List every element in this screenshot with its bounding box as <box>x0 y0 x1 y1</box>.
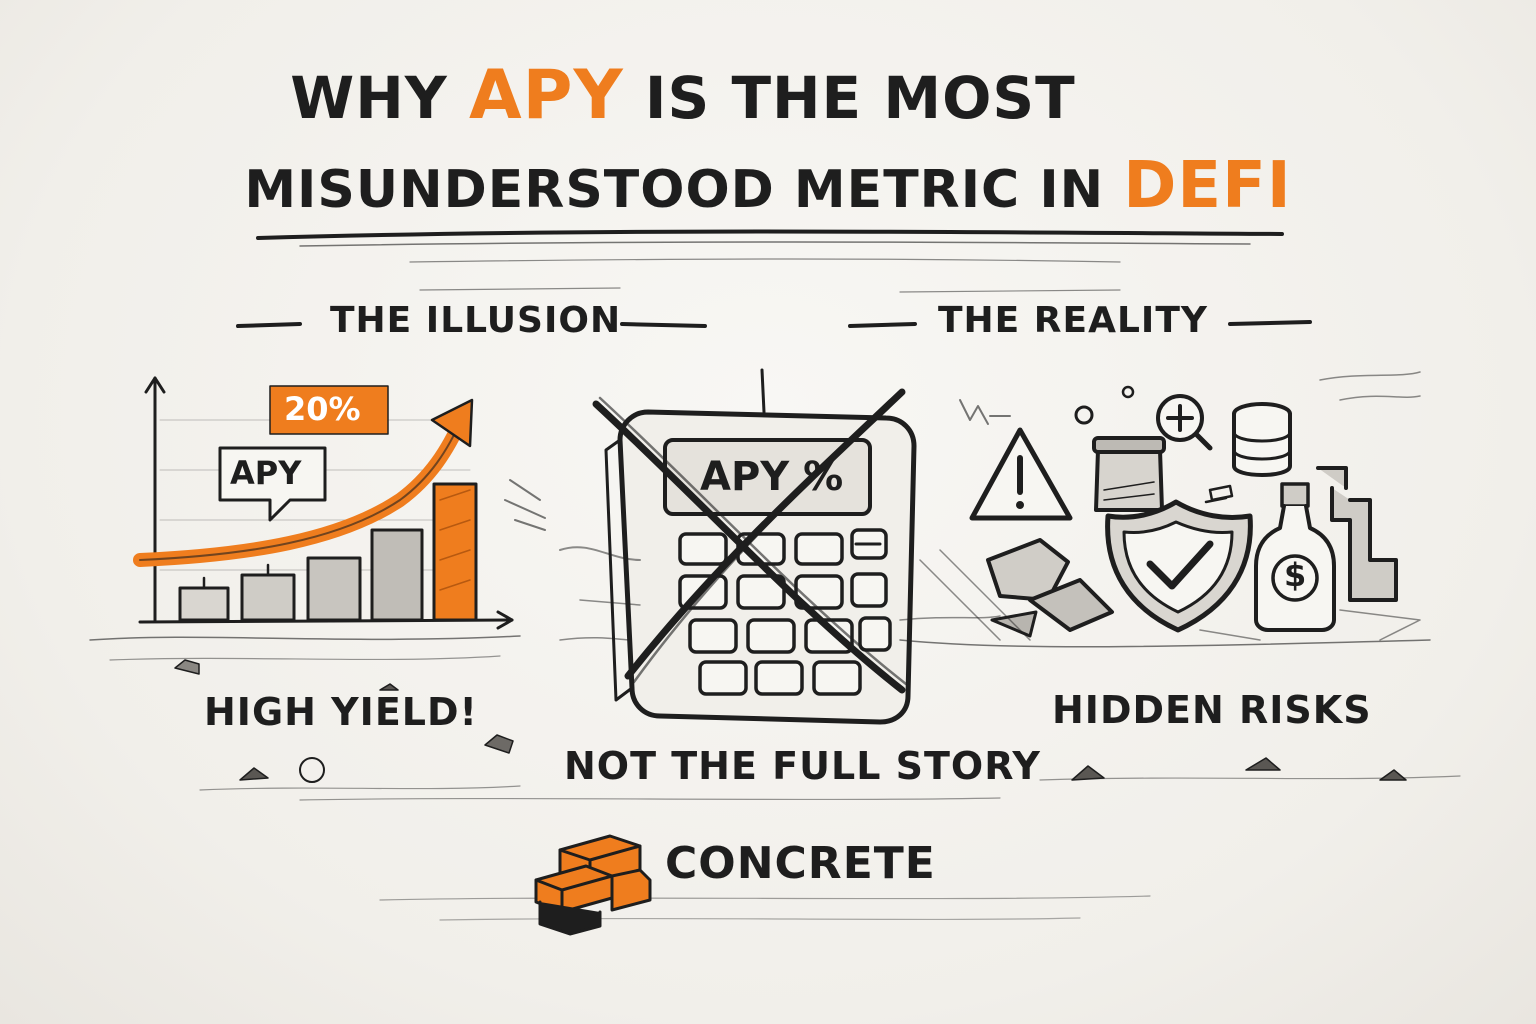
title-line-2: MISUNDERSTOOD METRIC IN DEFI <box>244 149 1292 224</box>
title-accent-defi: DEFI <box>1123 149 1292 224</box>
page-title: WHY APY IS THE MOST MISUNDERSTOOD METRIC… <box>0 60 1536 221</box>
calculator-icon <box>504 368 1001 725</box>
title-underline <box>256 229 1284 240</box>
calculator-screen-text: APY % <box>700 454 844 500</box>
jar-icon <box>1094 448 1164 512</box>
dollar-icon: $ <box>1284 556 1307 594</box>
title-line-1: WHY APY IS THE MOST <box>290 56 1076 135</box>
growth-chart <box>89 376 521 791</box>
risk-cluster <box>899 371 1461 781</box>
brand-name: CONCRETE <box>665 838 936 889</box>
database-icon <box>1232 402 1292 477</box>
title-accent-apy: APY <box>468 56 624 135</box>
concrete-logo-icon <box>534 834 652 936</box>
caption-high-yield: HIGH YIELD! <box>204 690 478 734</box>
section-label-illusion: THE ILLUSION <box>330 300 622 341</box>
caption-hidden-risks: HIDDEN RISKS <box>1052 688 1372 732</box>
apy-bubble-label: APY <box>230 454 302 492</box>
caption-not-full-story: NOT THE FULL STORY <box>564 744 1041 788</box>
cross-out-mark <box>592 400 906 694</box>
money-bottle-icon <box>1254 482 1336 632</box>
percent-badge: 20% <box>284 390 361 428</box>
section-label-reality: THE REALITY <box>938 300 1208 341</box>
